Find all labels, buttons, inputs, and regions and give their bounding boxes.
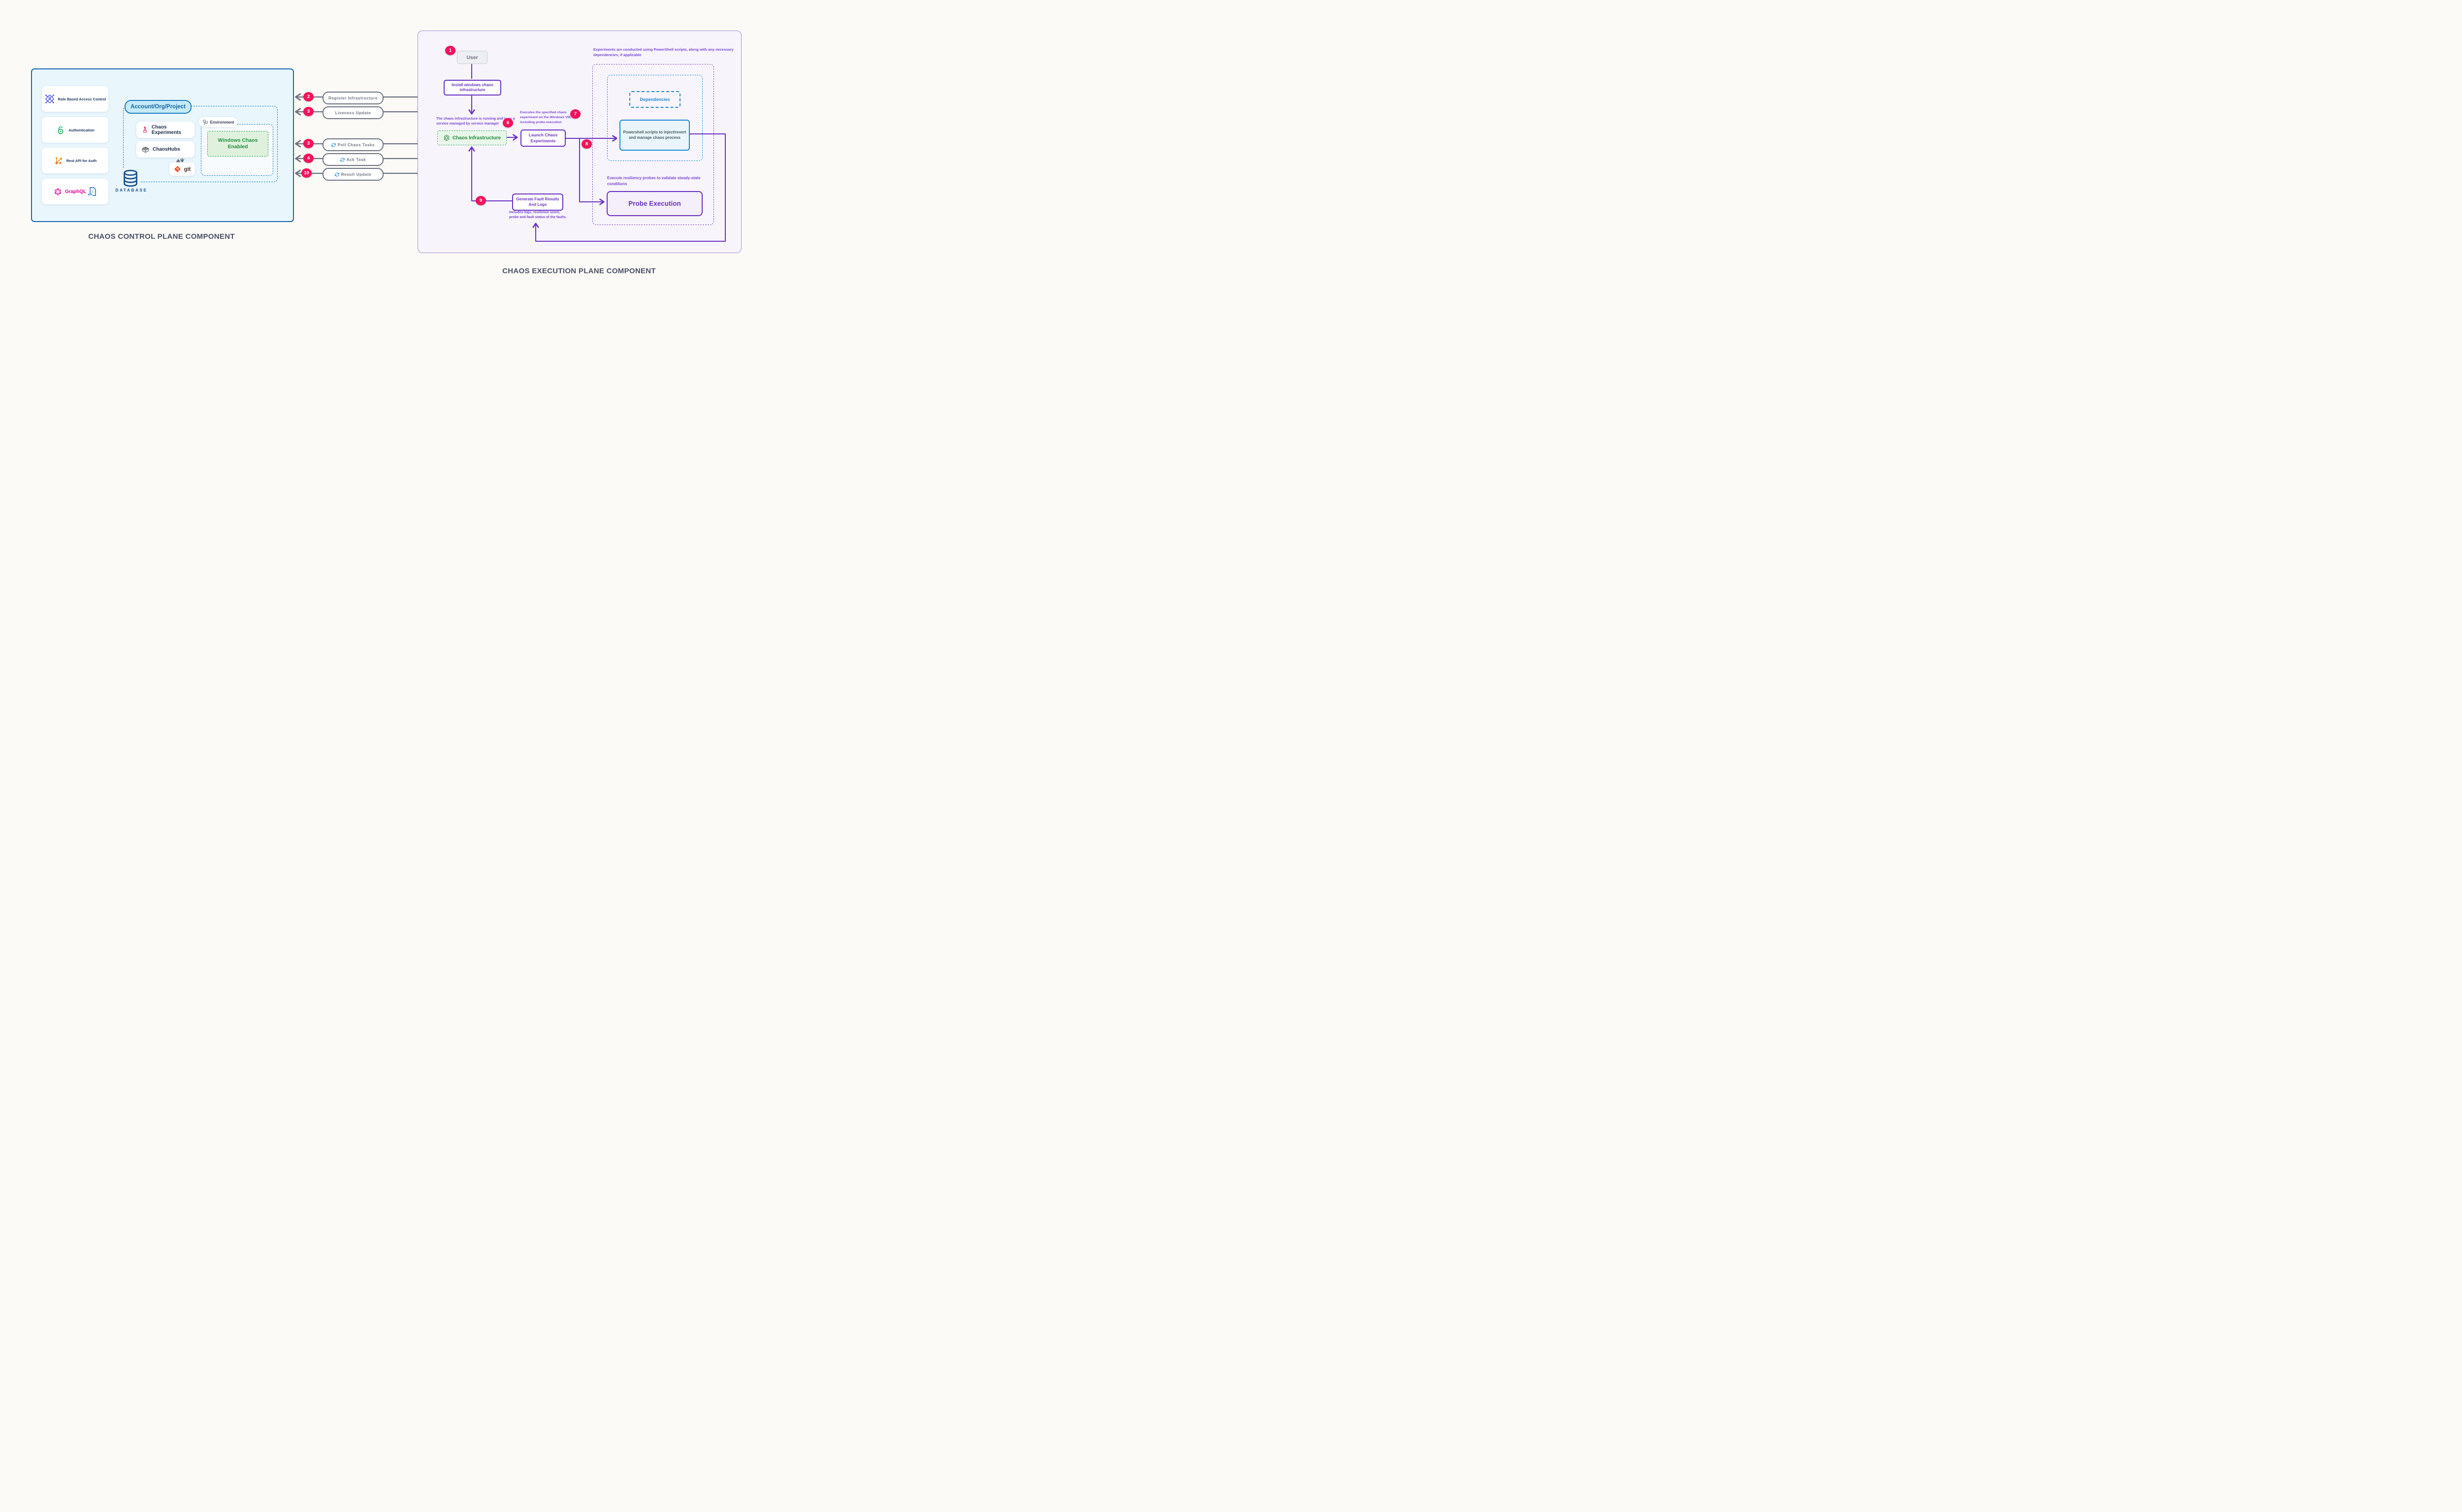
- generate-fault-results-box: Generate Fault Results And Logs: [512, 193, 563, 211]
- launch-chaos-experiments-box: Launch Chaos Experiments: [520, 129, 566, 147]
- control-plane-title: CHAOS CONTROL PLANE COMPONENT: [88, 232, 235, 241]
- sync-icon: [340, 158, 345, 161]
- flow-badge-10: 10: [301, 168, 312, 178]
- flow-badge-3: 3: [303, 107, 314, 116]
- results-note: Includes logs, resilience score, probe a…: [509, 211, 567, 220]
- authentication-card: Authentication: [42, 117, 108, 143]
- launch-note: Executes the specified chaos experiment …: [520, 111, 572, 124]
- infra-running-note: The chaos infrastructure is running and …: [436, 116, 515, 126]
- api-doc-icon: API: [87, 187, 97, 196]
- api-network-icon: [55, 157, 62, 164]
- chaos-infrastructure-icon: [444, 134, 449, 141]
- step-badge-6: 6: [503, 118, 513, 128]
- graphql-icon: [54, 188, 61, 195]
- register-infrastructure-label: Register Infrastructure: [328, 96, 378, 100]
- chaos-architecture-diagram: Role Based Access Control Authentication…: [0, 0, 772, 307]
- api-doc-label: API: [87, 193, 93, 196]
- user-box: User: [457, 51, 487, 64]
- rbac-label: Role Based Access Control: [58, 97, 106, 101]
- step-badge-7: 7: [570, 109, 581, 119]
- chaoshubs-label: ChaosHubs: [153, 147, 180, 152]
- flask-icon: [143, 126, 147, 133]
- step-badge-8: 8: [582, 139, 592, 149]
- graphql-card: GraphQL API: [42, 179, 108, 204]
- rest-api-label: Rest API for Auth: [66, 158, 97, 163]
- chaos-infrastructure-box: Chaos Infrastructure: [437, 130, 507, 145]
- probe-note: Execute resiliency probes to validate st…: [607, 176, 701, 186]
- rbac-card: Role Based Access Control: [42, 86, 108, 112]
- account-org-project-pill: Account/Org/Project: [125, 100, 192, 114]
- result-update-label: Result Update: [341, 172, 372, 177]
- register-infrastructure-pill: Register Infrastructure: [323, 92, 384, 104]
- authentication-label: Authentication: [68, 128, 95, 132]
- dependencies-box: Dependencies: [629, 91, 680, 108]
- poll-chaos-tasks-label: Poll Chaos Tasks: [337, 142, 375, 147]
- account-org-project-region: [123, 106, 278, 182]
- flow-badge-3b: 3: [303, 139, 314, 148]
- git-card: git: [169, 162, 195, 176]
- execution-plane-title: CHAOS EXECUTION PLANE COMPONENT: [502, 267, 656, 275]
- chaos-infrastructure-label: Chaos Infrastructure: [452, 135, 501, 141]
- environment-hexagons-icon: [202, 120, 208, 125]
- liveness-update-label: Liveness Update: [335, 110, 371, 115]
- environment-pill: Environment: [199, 117, 237, 127]
- chaos-experiments-card: Chaos Experiments: [136, 122, 194, 138]
- powershell-top-note: Experiments are conducted using PowerShe…: [593, 47, 734, 57]
- probe-execution-box: Probe Execution: [607, 191, 703, 216]
- git-label: git: [184, 166, 191, 172]
- database-label: DATABASE: [115, 188, 148, 193]
- environment-label: Environment: [210, 120, 234, 125]
- step-badge-9: 9: [476, 196, 486, 205]
- install-infrastructure-box: Install windows chaos infrastructure: [444, 80, 501, 96]
- rbac-icon: [45, 95, 54, 103]
- ack-task-label: Ack Task: [346, 157, 366, 162]
- git-icon: [174, 166, 181, 172]
- chaos-experiments-label: Chaos Experiments: [151, 124, 181, 135]
- open-lock-icon: [58, 126, 64, 134]
- flow-badge-4: 4: [303, 154, 314, 163]
- sync-icon: [334, 172, 339, 176]
- powershell-scripts-box: Powershell scripts to inject/revert and …: [619, 120, 690, 151]
- windows-chaos-enabled-box: Windows Chaos Enabled: [207, 131, 268, 157]
- graphql-label: GraphQL: [65, 189, 87, 194]
- poll-chaos-tasks-pill: Poll Chaos Tasks: [323, 138, 384, 151]
- step-badge-1: 1: [445, 46, 455, 55]
- flow-badge-2: 2: [303, 92, 314, 101]
- rest-api-card: Rest API for Auth: [42, 148, 108, 173]
- chaoshub-icon: [142, 147, 149, 153]
- sync-icon: [331, 143, 336, 147]
- chaoshubs-card: ChaosHubs: [136, 141, 194, 158]
- liveness-update-pill: Liveness Update: [323, 106, 384, 119]
- database-icon: [121, 169, 140, 188]
- ack-task-pill: Ack Task: [323, 153, 384, 166]
- result-update-pill: Result Update: [323, 168, 384, 181]
